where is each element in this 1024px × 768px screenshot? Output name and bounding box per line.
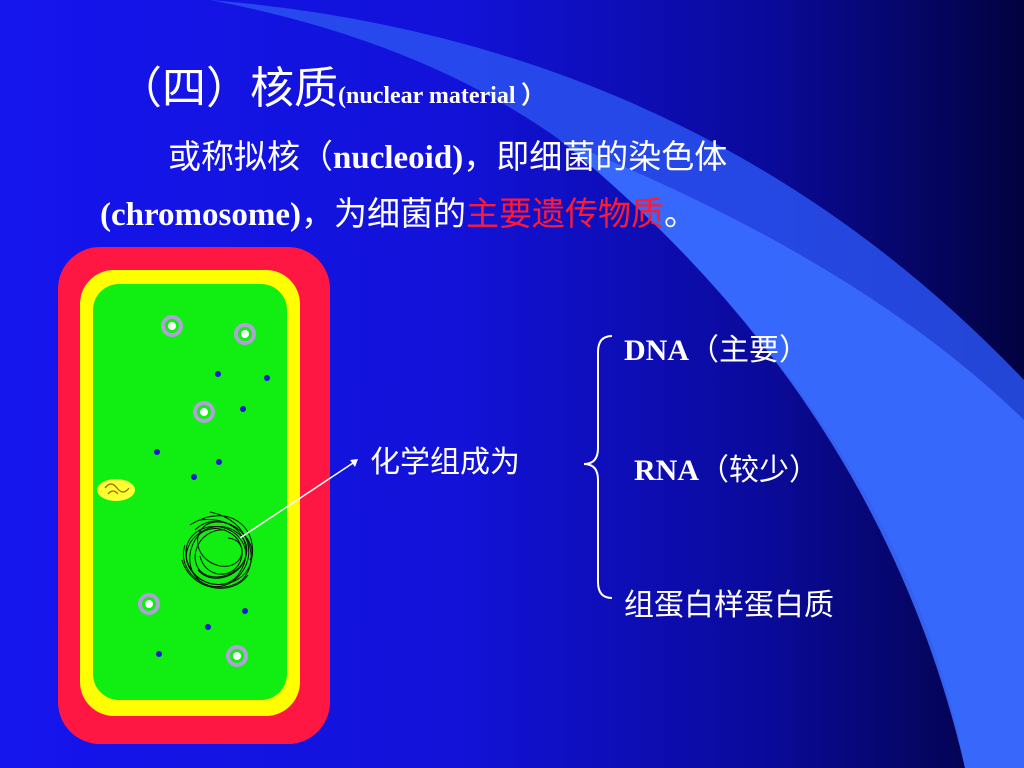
ribosome xyxy=(161,315,183,337)
key-phrase: 主要遗传物质 xyxy=(466,194,664,233)
chromosome-term: (chromosome) xyxy=(100,197,301,233)
composition-label: 化学组成为 xyxy=(370,445,520,480)
definition-prefix: 或称拟核（ xyxy=(168,137,333,176)
definition-middle: ，为细菌的 xyxy=(301,194,466,233)
ribosome xyxy=(226,645,248,667)
definition-line-2: (chromosome)，为细菌的主要遗传物质。 xyxy=(100,187,697,235)
definition-suffix: ，即细菌的染色体 xyxy=(463,137,728,176)
composition-item-protein: 组蛋白样蛋白质 xyxy=(624,588,834,623)
nucleoid xyxy=(181,511,253,589)
composition-item-dna: DNA（主要） xyxy=(624,333,809,368)
definition-line-1: 或称拟核（nucleoid)，即细菌的染色体 xyxy=(168,130,727,178)
composition-item-rna: RNA（较少） xyxy=(634,453,819,488)
title-english: (nuclear material ） xyxy=(338,83,546,109)
ribosome xyxy=(193,401,215,423)
pointer-arrowhead xyxy=(350,459,358,467)
plasmid-dna xyxy=(104,483,130,495)
plasmid xyxy=(97,479,135,501)
ribosome xyxy=(138,593,160,615)
slide-title: （四）核质(nuclear material ） xyxy=(118,52,546,116)
title-main: （四）核质 xyxy=(118,63,338,114)
brace xyxy=(583,335,613,599)
definition-end: 。 xyxy=(664,194,697,233)
ribosomes xyxy=(138,315,256,667)
ribosome-centers xyxy=(145,322,249,660)
accent-band-edge xyxy=(560,140,1024,768)
pointer-line xyxy=(239,460,357,539)
granules xyxy=(154,371,270,657)
ribosome xyxy=(234,323,256,345)
nucleoid-term: nucleoid) xyxy=(333,140,464,176)
